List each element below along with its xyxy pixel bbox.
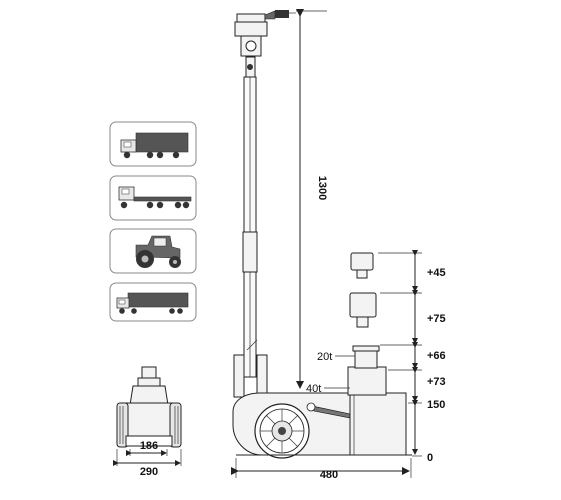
vehicle-truck-card [109,121,197,167]
total-height-label: 1300 [316,176,328,200]
stack-label-73: +73 [427,376,446,388]
track-width-label: 186 [140,440,158,452]
extension-piece-45 [350,252,374,279]
height-dimension-line [296,9,327,389]
base-width-label: 290 [140,466,158,478]
jack-side-view-handle [233,10,296,398]
stack-label-0: 0 [427,452,433,464]
tractor-icon [135,235,181,268]
stack-dimension-lines [378,250,422,457]
truck-icon [120,132,189,159]
flatbed-trailer-icon [118,186,192,209]
stack-label-150: 150 [427,399,445,411]
capacity-20t-label: 20t [317,351,332,363]
vehicle-flatbed-card [109,175,197,221]
extension-piece-75 [349,292,377,328]
stack-label-45: +45 [427,267,446,279]
total-width-label: 480 [320,469,338,481]
stack-label-66: +66 [427,350,446,362]
semi-trailer-icon [116,292,189,314]
vehicle-semitrailer-card [109,282,197,322]
capacity-40t-label: 40t [306,383,321,395]
jack-side-view-body [231,345,412,478]
stack-label-75: +75 [427,313,446,325]
vehicle-tractor-card [109,228,197,274]
jack-front-view [113,366,182,466]
